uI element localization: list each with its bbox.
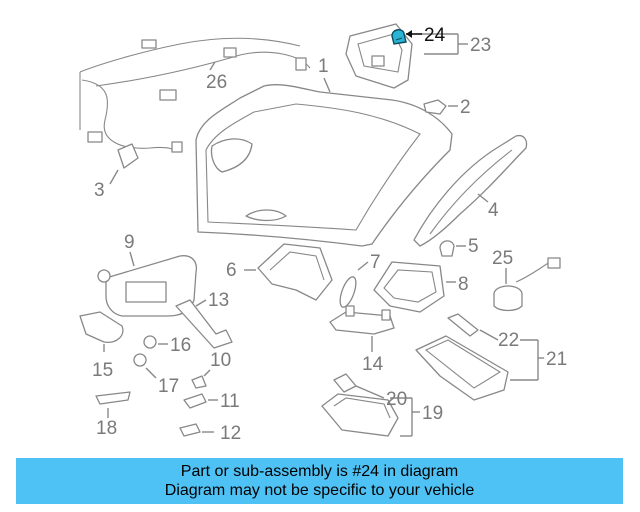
banner-line-1: Part or sub-assembly is #24 in diagram	[180, 463, 459, 480]
callout-1: 1	[318, 56, 329, 77]
callout-5: 5	[468, 236, 479, 257]
callout-23: 23	[470, 35, 491, 56]
highlighted-part-24	[391, 29, 422, 45]
callout-10: 10	[210, 350, 231, 371]
handle-18	[95, 391, 131, 418]
parts-diagram: 1 2 3 4 5 6 7 8 9 10 11 12 13 14 15 16 1…	[79, 23, 567, 444]
lamp-housing-8	[373, 261, 456, 313]
headliner	[195, 77, 453, 247]
callout-26: 26	[206, 72, 227, 93]
callout-3: 3	[94, 180, 105, 201]
callout-24: 24	[424, 25, 446, 46]
lamp-19	[321, 373, 420, 437]
clip-10	[191, 369, 211, 389]
callout-11: 11	[220, 391, 240, 412]
callout-6: 6	[226, 260, 237, 281]
clip-11	[183, 393, 218, 409]
callout-9: 9	[124, 232, 135, 253]
callout-20: 20	[386, 389, 407, 410]
callout-labels: 1 2 3 4 5 6 7 8 9 10 11 12 13 14 15 16 1…	[92, 25, 567, 444]
dome-lamp-21	[415, 313, 544, 401]
clip-2	[423, 99, 458, 115]
callout-4: 4	[488, 200, 499, 221]
seal-7	[339, 261, 369, 308]
clip-16	[143, 335, 168, 349]
clip-5	[439, 240, 466, 257]
wiring-harness	[79, 37, 311, 153]
callout-14: 14	[362, 354, 384, 375]
clip-17	[133, 353, 157, 379]
callout-8: 8	[458, 274, 469, 295]
callout-25: 25	[492, 248, 513, 269]
callout-7: 7	[370, 252, 381, 273]
callout-15: 15	[92, 360, 113, 381]
sensor-25	[493, 257, 561, 312]
pillar-trim	[413, 134, 528, 247]
visor-mount-15	[79, 311, 124, 352]
callout-16: 16	[170, 335, 191, 356]
callout-21: 21	[546, 349, 567, 370]
callout-19: 19	[422, 403, 443, 424]
callout-22: 22	[498, 330, 519, 351]
callout-18: 18	[96, 418, 117, 439]
callout-2: 2	[460, 97, 471, 118]
grab-handle-13	[175, 299, 233, 349]
callout-13: 13	[208, 290, 229, 311]
banner-line-2: Diagram may not be specific to your vehi…	[164, 482, 475, 499]
clip-12	[179, 423, 214, 437]
callout-17: 17	[158, 376, 179, 397]
info-banner: Part or sub-assembly is #24 in diagram D…	[16, 458, 623, 504]
sun-visor	[97, 251, 198, 317]
callout-12: 12	[220, 423, 241, 444]
bracket-6	[244, 243, 333, 301]
bracket-14	[329, 305, 395, 352]
cover-3	[109, 143, 139, 185]
